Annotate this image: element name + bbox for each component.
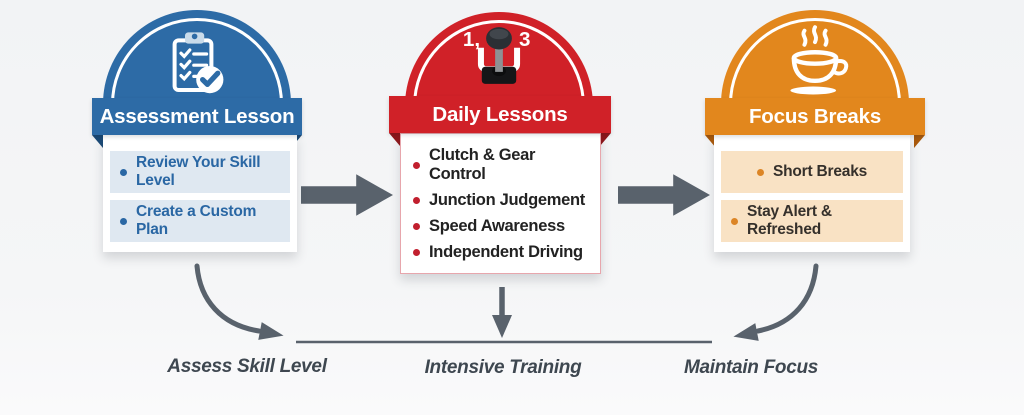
ribbon-fold-left [92,135,103,148]
list-item-label: Create a Custom Plan [136,203,257,238]
list-item: Short Breaks [721,151,903,193]
stage-title-focus-breaks: Focus Breaks [705,98,925,135]
list-item-label: Review Your Skill Level [136,154,261,189]
flow-label-focus: Maintain Focus [683,357,819,378]
stage-title-text: Daily Lessons [432,102,568,126]
list-item-label: Clutch & Gear Control [429,146,536,183]
arrowhead-middle [492,315,512,338]
ribbon-fold-right [600,133,611,146]
bullet-icon [120,217,127,225]
bullet-icon [756,168,764,176]
bullet-icon [413,249,420,256]
list-item-label: Speed Awareness [429,217,565,235]
list-item-label: Short Breaks [772,163,868,180]
stage-title-text: Focus Breaks [748,104,882,128]
list-item: Speed Awareness [413,217,588,236]
right-arrow-icon [618,174,710,216]
curved-arrow-left [194,263,262,334]
list-item-label: Independent Driving [429,243,583,261]
stage-dome-daily-lessons: 1, 3 [405,12,593,109]
coffee-cup-icon [790,25,849,95]
bullet-icon [413,223,420,230]
stage-dome-focus-breaks [721,10,909,107]
bullet-icon [413,161,420,169]
list-item: Create a Custom Plan [110,200,290,242]
arrowhead-right [733,323,759,341]
ribbon-fold-left [389,133,400,146]
clipboard-check-icon [172,32,224,94]
stage-card-daily-lessons: Clutch & Gear Control Junction Judgement… [400,133,601,274]
stage-dome-assessment [103,10,291,107]
stage-title-text: Assessment Lesson [99,104,295,128]
stage-title-daily-lessons: Daily Lessons [389,96,611,133]
bullet-icon [413,197,420,204]
gear-number-1: 1, [463,28,480,51]
list-item-label: Junction Judgement [429,191,585,209]
curved-arrow-right [755,263,819,334]
list-item: Review Your Skill Level [110,151,290,193]
list-item-label: Stay Alert & Refreshed [747,203,832,238]
bullet-icon [120,168,127,176]
ribbon-fold-right [914,135,925,148]
arrowhead-left [258,322,284,340]
stage-title-assessment: Assessment Lesson [92,98,302,135]
gear-number-3: 3 [519,28,530,51]
ribbon-fold-left [705,135,716,148]
list-item: Independent Driving [413,243,588,262]
stage-card-focus-breaks: Short Breaks Stay Alert & Refreshed [714,135,910,252]
list-item: Stay Alert & Refreshed [721,200,903,242]
list-item: Clutch & Gear Control [413,146,588,184]
flow-label-training: Intensive Training [424,357,582,378]
flow-label-assess: Assess Skill Level [167,356,327,377]
right-arrow-icon [301,174,393,216]
stage-card-assessment: Review Your Skill Level Create a Custom … [103,135,297,252]
gearshift-icon: 1, 3 [463,27,531,84]
list-item: Junction Judgement [413,191,588,210]
bullet-icon [731,217,738,225]
